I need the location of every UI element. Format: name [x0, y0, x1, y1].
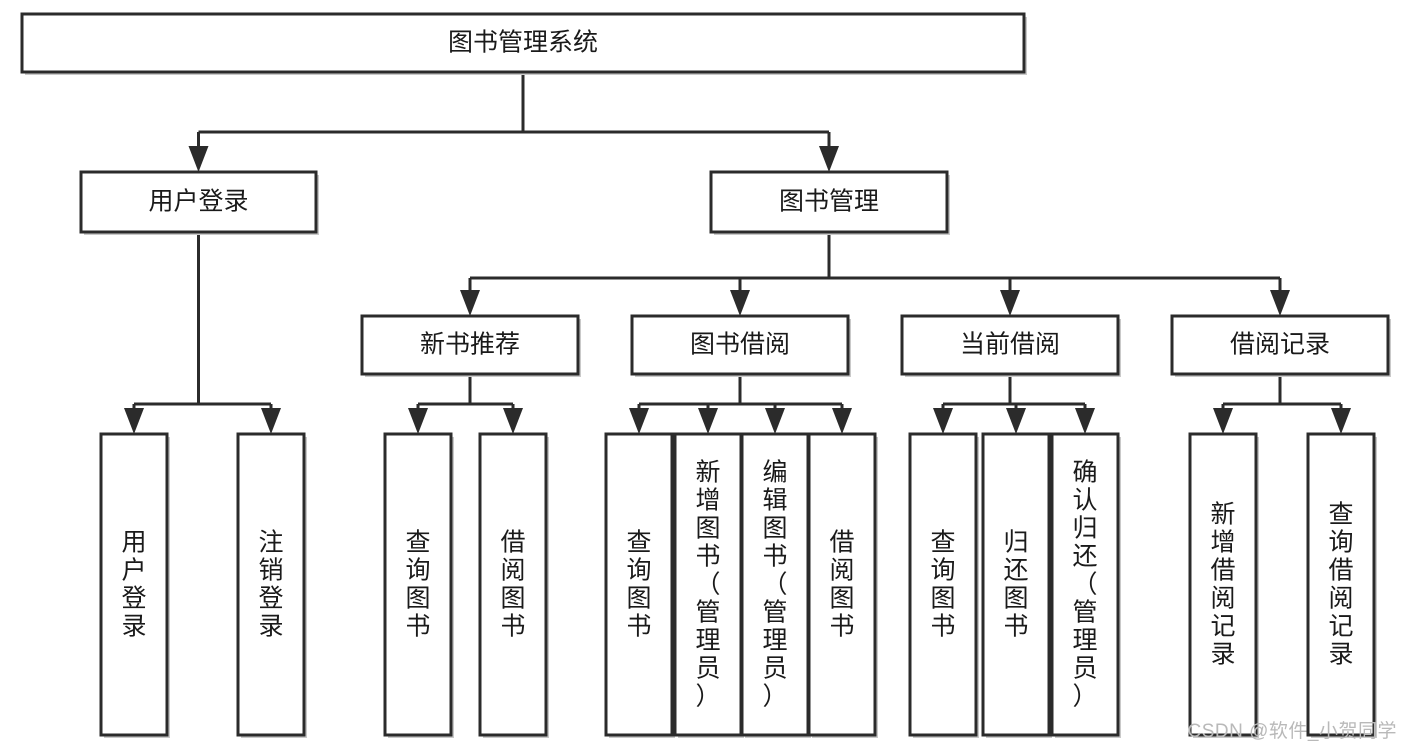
node-rect[interactable]	[1170, 314, 1390, 376]
node-leaf-query-book-2[interactable]: 查询图书	[604, 432, 675, 738]
node-label: 当前借阅	[960, 331, 1060, 359]
arrow-head-icon	[1006, 408, 1026, 434]
node-label: 编辑图书（管理员）	[762, 459, 787, 711]
node-leaf-query-record[interactable]: 查询借阅记录	[1306, 432, 1377, 738]
connector-group-book-manage	[460, 232, 1290, 316]
node-leaf-borrow-book-1[interactable]: 借阅图书	[478, 432, 549, 738]
arrow-head-icon	[261, 408, 281, 434]
node-rect[interactable]	[236, 432, 306, 737]
arrow-head-icon	[819, 146, 839, 172]
node-rect[interactable]	[908, 432, 978, 737]
node-rect[interactable]	[630, 314, 850, 376]
node-label: 借阅图书	[500, 529, 525, 641]
arrow-head-icon	[730, 290, 750, 316]
node-rect[interactable]	[1188, 432, 1258, 737]
node-new-book-recommend[interactable]: 新书推荐	[360, 314, 581, 377]
arrow-head-icon	[1270, 290, 1290, 316]
node-label: 查询图书	[930, 529, 955, 641]
node-rect[interactable]	[673, 432, 743, 737]
arrow-head-icon	[698, 408, 718, 434]
node-rect[interactable]	[807, 432, 877, 737]
node-rect[interactable]	[900, 314, 1120, 376]
node-leaf-return-book[interactable]: 归还图书	[981, 432, 1052, 738]
arrow-head-icon	[765, 408, 785, 434]
connector-group-new-book-recommend	[408, 374, 523, 434]
node-rect[interactable]	[981, 432, 1051, 737]
node-label: 用户登录	[148, 188, 248, 216]
arrow-head-icon	[933, 408, 953, 434]
node-label: 归还图书	[1003, 529, 1028, 641]
node-rect[interactable]	[383, 432, 453, 737]
node-leaf-query-book-1[interactable]: 查询图书	[383, 432, 454, 738]
node-label: 查询图书	[405, 529, 430, 641]
connector-group-root	[188, 72, 839, 172]
node-leaf-user-login[interactable]: 用户登录	[99, 432, 170, 738]
node-label: 注销登录	[258, 529, 283, 641]
node-label: 图书管理	[779, 188, 879, 216]
arrow-head-icon	[124, 408, 144, 434]
connector-group-book-borrow	[629, 374, 852, 434]
node-rect[interactable]	[740, 432, 810, 737]
node-label: 借阅记录	[1230, 331, 1330, 359]
node-user-login[interactable]: 用户登录	[79, 170, 319, 235]
arrow-head-icon	[408, 408, 428, 434]
arrow-head-icon	[832, 408, 852, 434]
arrow-head-icon	[1331, 408, 1351, 434]
connectors-layer	[124, 72, 1351, 434]
node-label: 确认归还（管理员）	[1072, 459, 1097, 711]
node-rect[interactable]	[99, 432, 169, 737]
node-book-borrow[interactable]: 图书借阅	[630, 314, 851, 377]
node-rect[interactable]	[478, 432, 548, 737]
node-label: 借阅图书	[829, 529, 854, 641]
node-borrow-record[interactable]: 借阅记录	[1170, 314, 1391, 377]
node-leaf-add-record[interactable]: 新增借阅记录	[1188, 432, 1259, 738]
node-leaf-edit-book[interactable]: 编辑图书（管理员）	[740, 432, 811, 738]
arrow-head-icon	[1075, 408, 1095, 434]
node-rect[interactable]	[360, 314, 580, 376]
node-label: 查询图书	[626, 529, 651, 641]
node-leaf-add-book[interactable]: 新增图书（管理员）	[673, 432, 744, 738]
arrow-head-icon	[460, 290, 480, 316]
connector-group-current-borrow	[933, 374, 1095, 434]
node-leaf-borrow-book-2[interactable]: 借阅图书	[807, 432, 878, 738]
connector-group-user-login	[124, 232, 281, 434]
arrow-head-icon	[503, 408, 523, 434]
node-root[interactable]: 图书管理系统	[20, 12, 1027, 75]
node-label: 图书管理系统	[448, 29, 598, 57]
node-label: 新增借阅记录	[1210, 501, 1235, 669]
arrow-head-icon	[1000, 290, 1020, 316]
node-current-borrow[interactable]: 当前借阅	[900, 314, 1121, 377]
csdn-watermark: CSDN @软件_小贺同学	[1187, 721, 1397, 742]
node-rect[interactable]	[604, 432, 674, 737]
node-rect[interactable]	[20, 12, 1026, 74]
node-label: 新增图书（管理员）	[695, 459, 720, 711]
node-rect[interactable]	[1050, 432, 1120, 737]
node-label: 新书推荐	[420, 331, 520, 359]
node-rect[interactable]	[1306, 432, 1376, 737]
node-leaf-logout[interactable]: 注销登录	[236, 432, 307, 738]
node-label: 用户登录	[121, 529, 146, 641]
node-label: 查询借阅记录	[1328, 501, 1353, 669]
node-rect[interactable]	[709, 170, 949, 234]
nodes-layer: 图书管理系统用户登录图书管理新书推荐图书借阅当前借阅借阅记录用户登录注销登录查询…	[20, 12, 1391, 738]
connector-group-borrow-record	[1213, 374, 1351, 434]
arrow-head-icon	[629, 408, 649, 434]
arrow-head-icon	[188, 146, 209, 172]
node-leaf-confirm-return[interactable]: 确认归还（管理员）	[1050, 432, 1121, 738]
node-label: 图书借阅	[690, 331, 790, 359]
arrow-head-icon	[1213, 408, 1233, 434]
node-book-manage[interactable]: 图书管理	[709, 170, 950, 235]
node-leaf-query-book-3[interactable]: 查询图书	[908, 432, 979, 738]
node-rect[interactable]	[79, 170, 318, 234]
